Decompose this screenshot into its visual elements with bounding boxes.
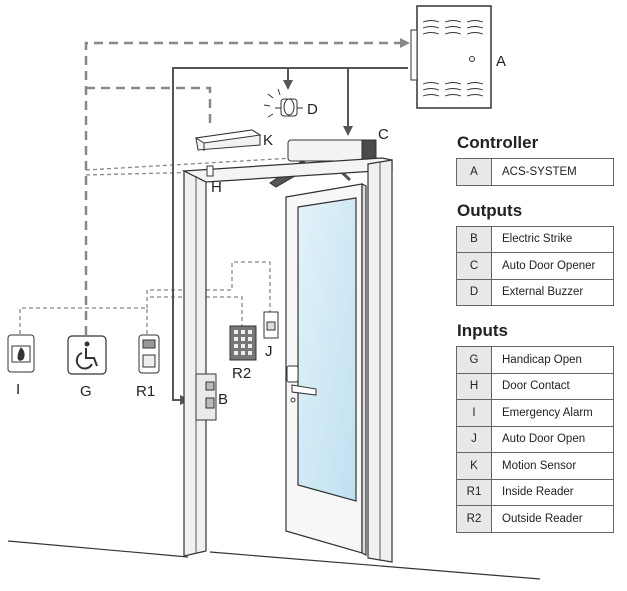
controller-table: A ACS-SYSTEM <box>456 158 614 186</box>
legend-row: D External Buzzer <box>456 278 614 306</box>
outputs-heading: Outputs <box>457 200 523 220</box>
legend-desc: Auto Door Opener <box>491 252 614 280</box>
controller-heading: Controller <box>457 133 539 152</box>
label-b: B <box>218 391 228 408</box>
legend-row: R1 Inside Reader <box>456 478 614 506</box>
door-contact-icon <box>206 165 214 177</box>
handicap-button-icon <box>67 335 107 375</box>
legend-code: J <box>456 425 492 453</box>
legend-code: C <box>456 252 492 280</box>
legend-panel: Controller A ACS-SYSTEM Outputs B Electr… <box>456 133 616 548</box>
legend-row: H Door Contact <box>456 372 614 400</box>
floor <box>7 540 541 580</box>
legend-row: R2 Outside Reader <box>456 505 614 533</box>
label-j: J <box>265 343 273 360</box>
legend-row: B Electric Strike <box>456 225 614 253</box>
legend-desc: Auto Door Open <box>491 425 614 453</box>
legend-code: I <box>456 399 492 427</box>
output-wiring <box>172 67 408 405</box>
label-i: I <box>16 381 20 398</box>
legend-row: K Motion Sensor <box>456 452 614 480</box>
buzzer-icon <box>263 88 303 118</box>
card-reader-icon <box>138 334 160 374</box>
legend-code: A <box>456 158 492 186</box>
legend-code: R1 <box>456 478 492 506</box>
label-d: D <box>307 101 318 118</box>
door-handle-icon <box>286 365 317 403</box>
legend-desc: Motion Sensor <box>491 452 614 480</box>
legend-row: J Auto Door Open <box>456 425 614 453</box>
label-a: A <box>496 53 506 70</box>
door-frame <box>181 157 393 563</box>
push-button-icon <box>263 311 279 339</box>
inputs-table: G Handicap Open H Door Contact I Emergen… <box>456 346 614 533</box>
legend-code: R2 <box>456 505 492 533</box>
label-r2: R2 <box>232 365 251 382</box>
legend-desc: ACS-SYSTEM <box>491 158 614 186</box>
legend-row: G Handicap Open <box>456 346 614 374</box>
legend-row: A ACS-SYSTEM <box>456 158 614 186</box>
legend-code: D <box>456 278 492 306</box>
legend-code: G <box>456 346 492 374</box>
electric-strike-icon <box>195 373 217 421</box>
outputs-table: B Electric Strike C Auto Door Opener D E… <box>456 225 614 307</box>
legend-desc: External Buzzer <box>491 278 614 306</box>
controller-cabinet <box>410 5 492 109</box>
legend-desc: Emergency Alarm <box>491 399 614 427</box>
keypad-icon <box>229 325 257 361</box>
legend-code: H <box>456 372 492 400</box>
legend-row: C Auto Door Opener <box>456 252 614 280</box>
emergency-alarm-icon <box>7 334 35 373</box>
inputs-heading: Inputs <box>457 321 508 340</box>
label-c: C <box>378 126 389 143</box>
label-g: G <box>80 383 92 400</box>
label-k: K <box>263 132 273 149</box>
legend-code: K <box>456 452 492 480</box>
legend-desc: Outside Reader <box>491 505 614 533</box>
label-r1: R1 <box>136 383 155 400</box>
legend-desc: Inside Reader <box>491 478 614 506</box>
legend-row: I Emergency Alarm <box>456 399 614 427</box>
legend-code: B <box>456 225 492 253</box>
legend-desc: Door Contact <box>491 372 614 400</box>
label-h: H <box>211 179 222 196</box>
door-leaf <box>285 183 367 556</box>
legend-desc: Electric Strike <box>491 225 614 253</box>
motion-sensor-icon <box>194 129 262 151</box>
legend-desc: Handicap Open <box>491 346 614 374</box>
